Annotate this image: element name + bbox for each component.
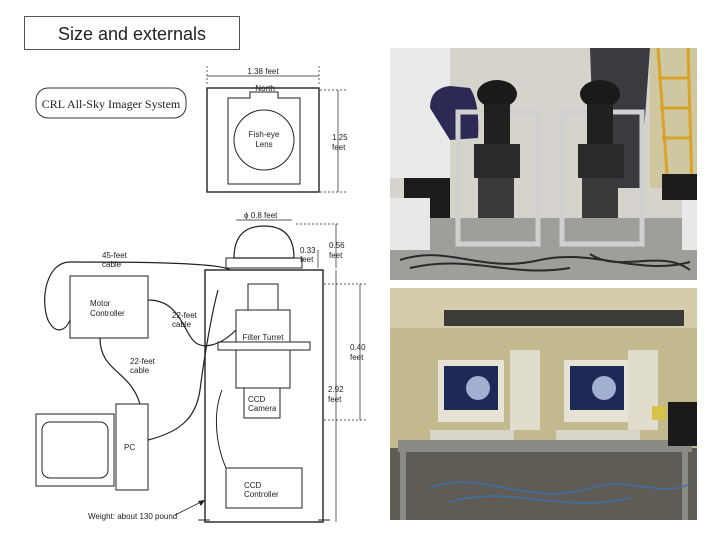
fisheye-label-line2: Lens xyxy=(255,140,272,149)
height-mid-line1: 0.40 xyxy=(350,343,366,352)
dome-h2-line2: feet xyxy=(329,251,343,260)
ccd-camera-line1: CCD xyxy=(248,395,266,404)
filter-turret-label: Filter Turret xyxy=(243,333,285,342)
dome-h1-line2: feet xyxy=(300,255,314,264)
cable45-line2: cable xyxy=(102,260,122,269)
monitor-box xyxy=(35,413,115,487)
motor-controller-line1: Motor xyxy=(90,299,111,308)
pc-label: PC xyxy=(124,443,135,452)
ccd-controller-line2: Controller xyxy=(244,490,279,499)
height-mid-line2: feet xyxy=(350,353,364,362)
photo-imager-units xyxy=(390,48,697,280)
weight-label: Weight: about 130 pound xyxy=(88,512,177,521)
dome-diameter-label: ϕ 0.8 feet xyxy=(244,211,278,220)
pc-box xyxy=(115,403,149,491)
system-label: CRL All-Sky Imager System xyxy=(42,97,181,111)
dome-h1-line1: 0.33 xyxy=(300,246,316,255)
slide-title: Size and externals xyxy=(24,16,240,50)
top-view-frame xyxy=(206,87,320,193)
dome-base xyxy=(225,257,303,269)
height-top-line1: 1.25 xyxy=(332,133,348,142)
cable-45-feet xyxy=(44,261,231,331)
cable45-line1: 45-feet xyxy=(102,251,128,260)
ccd-camera-line2: Camera xyxy=(248,404,277,413)
height-total-line2: feet xyxy=(328,395,342,404)
motor-controller-line2: Controller xyxy=(90,309,125,318)
top-view-housing xyxy=(227,91,301,185)
cable22b-line1: 22-feet xyxy=(130,357,156,366)
cable22a-line2: cable xyxy=(172,320,192,329)
dome-shape xyxy=(233,225,295,259)
imager-system-diagram: CRL All-Sky Imager System North Fish-eye… xyxy=(35,66,366,523)
motor-controller-box xyxy=(69,275,149,339)
north-label: North xyxy=(255,84,275,93)
ccd-controller-box xyxy=(225,467,303,509)
cable-22-feet-a xyxy=(147,299,237,347)
dome-h2-line1: 0.56 xyxy=(329,241,345,250)
cable-22-feet-b xyxy=(99,337,141,405)
system-label-box xyxy=(35,87,187,119)
height-total-line1: 2.92 xyxy=(328,385,344,394)
fisheye-lens-shape xyxy=(233,109,295,171)
cable-pc-camera xyxy=(147,289,219,441)
ccd-camera-box xyxy=(243,387,281,419)
ccd-controller-line1: CCD xyxy=(244,481,262,490)
photo-pc-workstations xyxy=(390,288,697,520)
width-top-label: 1.38 feet xyxy=(247,67,279,76)
cable22b-line2: cable xyxy=(130,366,150,375)
cable22a-line1: 22-feet xyxy=(172,311,198,320)
main-enclosure xyxy=(204,269,324,523)
fisheye-label-line1: Fish-eye xyxy=(249,130,280,139)
height-top-line2: feet xyxy=(332,143,346,152)
